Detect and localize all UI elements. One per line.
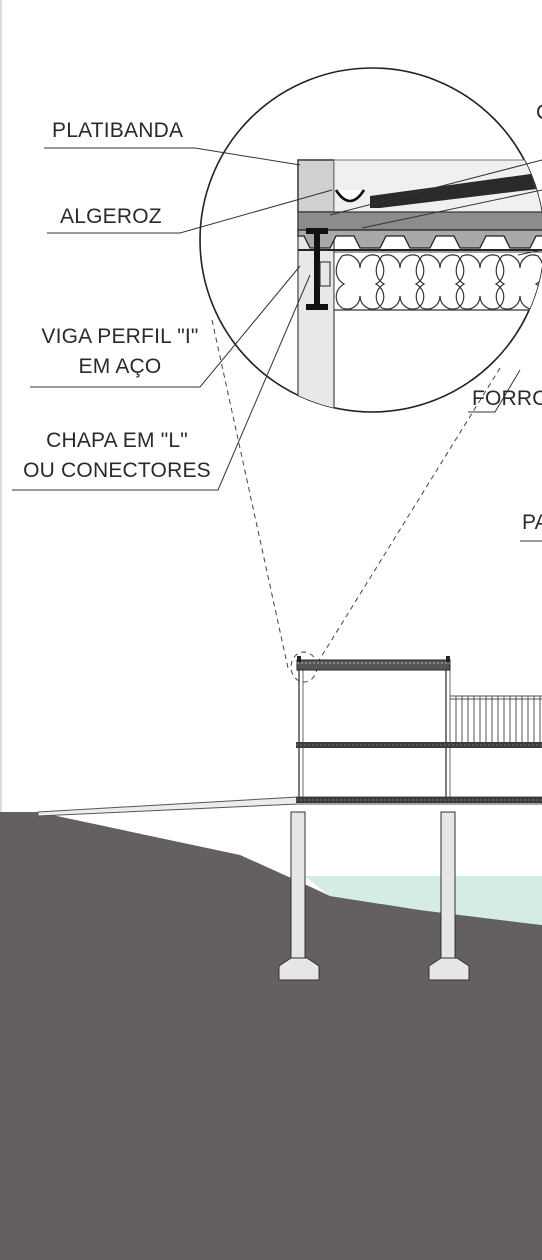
parapet-block <box>297 159 335 213</box>
label-chapa-line2: OU CONECTORES <box>23 459 211 482</box>
steel-deck <box>297 229 542 249</box>
footing-left <box>278 957 320 981</box>
water <box>304 876 542 925</box>
l-plate <box>319 261 331 287</box>
pillar-right <box>440 811 456 965</box>
label-chapa-line1: CHAPA EM "L" <box>46 429 188 452</box>
label-forro: FORRO <box>472 387 542 410</box>
gutter-shape <box>334 189 366 203</box>
concrete-slab <box>297 211 542 231</box>
insulation-loops <box>335 254 542 310</box>
roof-parapet-right <box>446 656 450 662</box>
label-algeroz: ALGEROZ <box>60 205 162 228</box>
ground <box>0 812 542 1260</box>
footing-right <box>428 957 470 981</box>
label-top-glyph: C <box>536 98 542 128</box>
label-viga-line1: VIGA PERFIL "I" <box>41 325 199 348</box>
roof-parapet-left <box>297 656 301 662</box>
building-section <box>0 656 542 1260</box>
label-pa: PA <box>522 511 542 534</box>
label-platibanda: PLATIBANDA <box>52 119 184 142</box>
floor-upper <box>296 742 542 748</box>
roof-sheet <box>370 172 542 208</box>
detail-circle <box>199 67 542 413</box>
pillar-left <box>290 811 306 965</box>
label-viga-line2: EM AÇO <box>78 355 162 378</box>
railing <box>450 695 542 742</box>
steel-i-beam <box>306 228 328 310</box>
leader-lines <box>12 147 542 542</box>
floor-lower <box>296 797 542 803</box>
roof-slab <box>296 659 451 671</box>
